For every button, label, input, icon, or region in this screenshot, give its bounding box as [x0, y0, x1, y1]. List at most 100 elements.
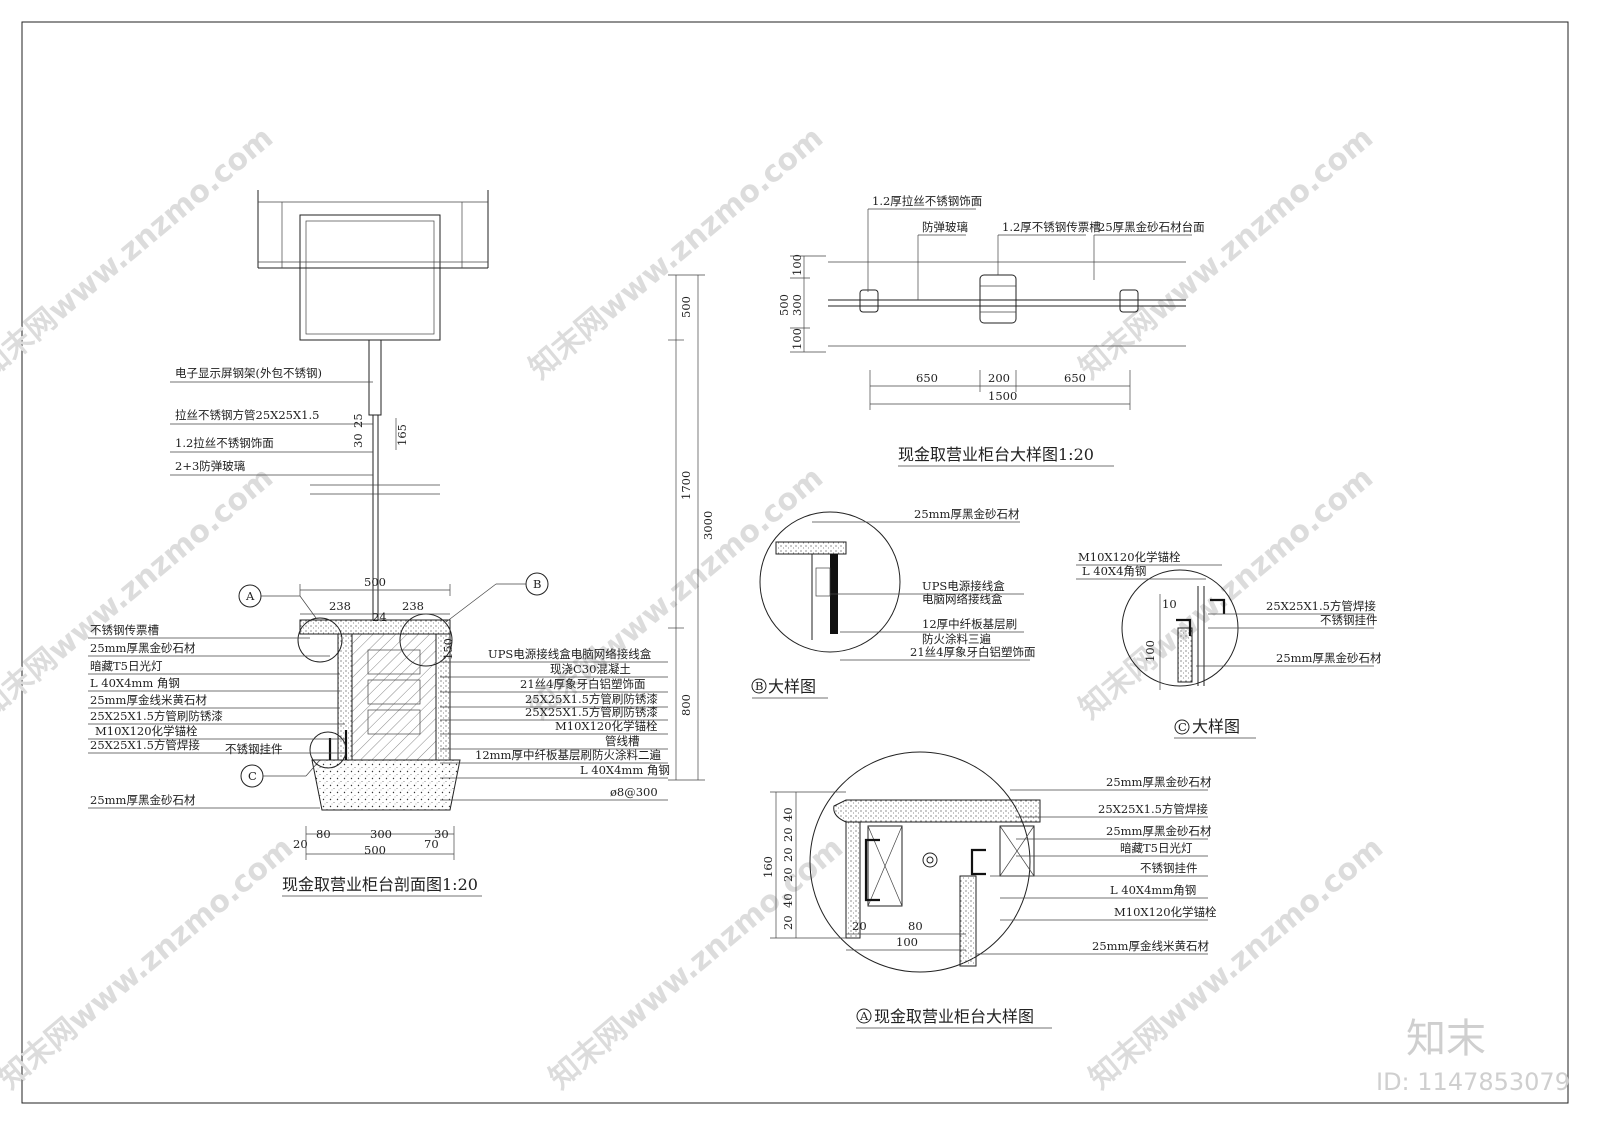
detail-c-label: 25X25X1.5方管焊接 — [1266, 599, 1376, 613]
section-label: 25mm厚金线米黄石材 — [90, 693, 207, 707]
detail-a-label: 25mm厚黑金砂石材 — [1106, 824, 1212, 838]
section-label: 12mm厚中纤板基层刷防火涂料二遍 — [475, 748, 661, 762]
dim-label: 20 — [852, 919, 867, 933]
section-top-labels: 电子显示屏钢架(外包不锈钢) 拉丝不锈钢方管25X25X1.5 1.2拉丝不锈钢… — [170, 366, 373, 476]
detail-c: M10X120化学锚栓 L 40X4角钢 25X25X1.5方管焊接 不锈钢挂件… — [1076, 550, 1382, 739]
dim-label: 500 — [364, 575, 386, 589]
dim-label: 165 — [395, 424, 409, 446]
dim-label: 40 — [781, 893, 795, 908]
dim-label: 25 — [351, 413, 365, 428]
dim-label: 20 — [781, 847, 795, 862]
section-title: 现金取营业柜台剖面图1:20 — [282, 875, 478, 894]
dim-label: 100 — [896, 935, 918, 949]
section-label: L 40X4mm 角钢 — [580, 763, 670, 777]
plan-label: 防弹玻璃 — [922, 220, 968, 234]
section-label: 25X25X1.5方管刷防锈漆 — [525, 692, 658, 706]
dim-label: 70 — [424, 837, 439, 851]
dim-label: 24 — [372, 610, 387, 624]
detail-b-label: 电脑网络接线盒 — [922, 592, 1003, 606]
section-drawing: A B C 电子显示屏钢架(外包不锈钢) 拉丝不锈钢方管25X25X1.5 1.… — [88, 190, 715, 897]
watermark-text: 知末网www.znzmo.com — [0, 830, 300, 1096]
section-label: 现浇C30混凝土 — [550, 662, 631, 676]
dim-label: 300 — [370, 827, 392, 841]
callout-c-mark: C — [248, 769, 257, 783]
detail-b-label: 防火涂料三遍 — [922, 632, 991, 646]
dim-label: 40 — [781, 807, 795, 822]
detail-c-title: 大样图 — [1192, 717, 1240, 736]
dim-label: 800 — [679, 694, 693, 716]
section-label: 25X25X1.5方管刷防锈漆 — [525, 705, 658, 719]
dim-label: 200 — [988, 371, 1010, 385]
detail-b-label: 12厚中纤板基层刷 — [922, 617, 1017, 631]
detail-a-label: 25mm厚金线米黄石材 — [1092, 939, 1209, 953]
detail-a-label: 暗藏T5日光灯 — [1120, 841, 1193, 855]
callout-b-mark: B — [533, 577, 541, 591]
page-border — [21, 21, 1569, 1104]
section-label: 25X25X1.5方管焊接 — [90, 738, 200, 752]
detail-b-title: 大样图 — [768, 677, 816, 696]
dim-label: 650 — [916, 371, 938, 385]
detail-a-label: 25X25X1.5方管焊接 — [1098, 802, 1208, 816]
dim-label: 100 — [790, 328, 804, 350]
section-label: 暗藏T5日光灯 — [90, 659, 163, 673]
section-label: 不锈钢挂件 — [225, 742, 283, 756]
detail-a-label: M10X120化学锚栓 — [1114, 905, 1217, 919]
watermark-text: 知末网www.znzmo.com — [0, 120, 280, 386]
dim-label: 20 — [781, 915, 795, 930]
dim-label: 160 — [761, 856, 775, 878]
section-label: 不锈钢传票槽 — [90, 623, 159, 637]
plan-label: 25厚黑金砂石材台面 — [1098, 220, 1205, 234]
plan-label: 1.2厚拉丝不锈钢饰面 — [872, 194, 982, 208]
dim-label: 650 — [1064, 371, 1086, 385]
dim-label: 10 — [1162, 597, 1177, 611]
detail-a-title: 现金取营业柜台大样图 — [874, 1007, 1034, 1026]
dim-label: 500 — [679, 296, 693, 318]
detail-a: 25mm厚黑金砂石材 25X25X1.5方管焊接 25mm厚黑金砂石材 暗藏T5… — [761, 751, 1217, 1029]
dim-label: 500 — [364, 843, 386, 857]
watermark-text: 知末网www.znzmo.com — [1083, 830, 1390, 1096]
section-label: 管线槽 — [605, 734, 640, 748]
detail-b-label: 21丝4厚象牙白铝塑饰面 — [910, 645, 1035, 659]
section-label: ø8@300 — [610, 785, 658, 799]
detail-a-label: 不锈钢挂件 — [1140, 861, 1198, 875]
dim-label: 80 — [908, 919, 923, 933]
dim-label: 20 — [781, 867, 795, 882]
brand-id: ID: 1147853079 — [1376, 1068, 1570, 1096]
detail-b-label: UPS电源接线盒 — [922, 579, 1005, 593]
detail-a-label: L 40X4mm角钢 — [1110, 883, 1196, 897]
dim-label: 500 — [777, 294, 791, 316]
detail-a-mark: A — [859, 1009, 869, 1023]
dim-label: 80 — [316, 827, 331, 841]
section-label: M10X120化学锚栓 — [95, 724, 198, 738]
section-label: 21丝4厚象牙白铝塑饰面 — [520, 677, 645, 691]
section-label: 25mm厚黑金砂石材 — [90, 793, 196, 807]
section-label: L 40X4mm 角钢 — [90, 676, 180, 690]
section-dimensions: 25 30 165 500 238 238 24 150 500 1700 30… — [293, 274, 715, 860]
section-left-labels: 不锈钢传票槽 25mm厚黑金砂石材 暗藏T5日光灯 L 40X4mm 角钢 25… — [88, 623, 345, 809]
dim-label: 238 — [329, 599, 351, 613]
dim-label: 20 — [293, 837, 308, 851]
dim-label: 238 — [402, 599, 424, 613]
section-label: M10X120化学锚栓 — [555, 719, 658, 733]
plan-title: 现金取营业柜台大样图1:20 — [898, 445, 1094, 464]
section-label: 25mm厚黑金砂石材 — [90, 641, 196, 655]
detail-b-label: 25mm厚黑金砂石材 — [914, 507, 1020, 521]
detail-c-label: 不锈钢挂件 — [1320, 613, 1378, 627]
plan-label: 1.2厚不锈钢传票槽 — [1002, 220, 1101, 234]
section-label: UPS电源接线盒电脑网络接线盒 — [488, 647, 652, 661]
detail-a-label: 25mm厚黑金砂石材 — [1106, 775, 1212, 789]
section-label: 1.2拉丝不锈钢饰面 — [175, 436, 274, 450]
brand-logo: 知末 — [1406, 1016, 1486, 1062]
dim-label: 3000 — [701, 511, 715, 540]
section-right-labels: UPS电源接线盒电脑网络接线盒 现浇C30混凝土 21丝4厚象牙白铝塑饰面 25… — [440, 647, 670, 801]
dim-label: 1700 — [679, 471, 693, 500]
dim-label: 100 — [1143, 640, 1157, 662]
watermark-text: 知末网www.znzmo.com — [543, 830, 850, 1096]
section-label: 拉丝不锈钢方管25X25X1.5 — [175, 408, 319, 422]
detail-c-label: M10X120化学锚栓 — [1078, 550, 1181, 564]
callout-a-mark: A — [245, 589, 255, 603]
dim-label: 20 — [781, 827, 795, 842]
dim-label: 300 — [790, 294, 804, 316]
plan-drawing: 1.2厚拉丝不锈钢饰面 防弹玻璃 1.2厚不锈钢传票槽 25厚黑金砂石材台面 1… — [777, 194, 1205, 467]
